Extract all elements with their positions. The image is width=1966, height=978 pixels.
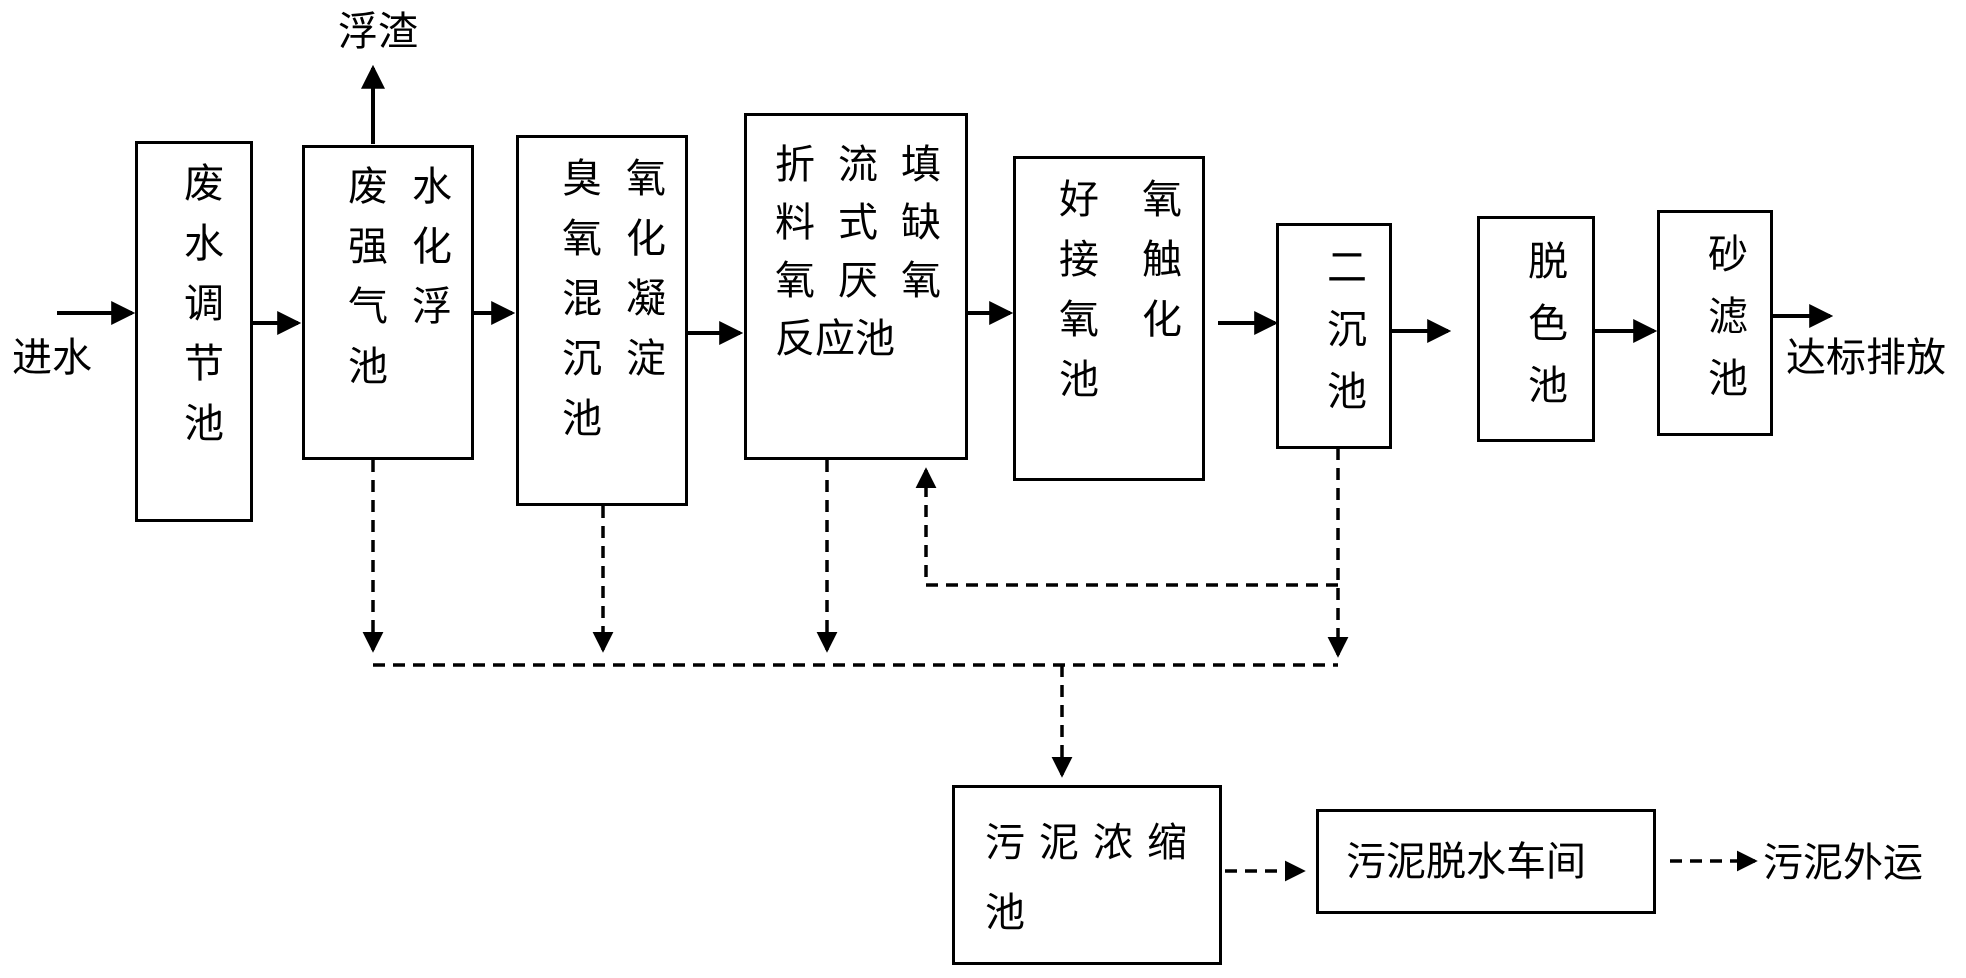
text-anoxic: 折流填 料式缺 氧厌氧 反应池	[775, 136, 964, 368]
box-air-flotation	[302, 145, 474, 460]
box-sludge-thickening	[952, 785, 1222, 965]
text-regulating-pool: 废水调节池	[170, 162, 230, 462]
text-aerobic-col2: 氧触化	[1128, 178, 1188, 358]
text-anoxic-row2: 料式缺	[775, 200, 964, 246]
text-sludge-dewatering: 污泥脱水车间	[1346, 839, 1586, 885]
text-secondary-settling-line: 二沉池	[1320, 246, 1366, 432]
text-ozone-col2-line: 氧化凝淀	[619, 157, 665, 397]
text-air-flotation-col1: 废强气池	[334, 165, 394, 405]
box-sand-filter	[1657, 210, 1773, 436]
label-sludge-out: 污泥外运	[1763, 840, 1923, 886]
text-decolorization: 脱色池	[1514, 240, 1574, 426]
box-anoxic-anaerobic	[744, 113, 968, 460]
text-sludge-thickening-line2: 池	[985, 890, 1025, 936]
text-sand-filter-line: 砂滤池	[1701, 233, 1747, 419]
box-sludge-dewatering	[1316, 809, 1656, 914]
text-sand-filter: 砂滤池	[1694, 233, 1754, 419]
text-ozone-col1-line: 臭氧混沉池	[555, 157, 601, 457]
text-sludge-thickening-line1: 污泥浓缩	[985, 820, 1201, 866]
text-decolorization-line: 脱色池	[1521, 240, 1567, 426]
text-secondary-settling: 二沉池	[1313, 246, 1373, 432]
text-aerobic-col1-line: 好接氧池	[1052, 178, 1098, 418]
label-inlet: 进水	[12, 335, 92, 381]
box-regulating-pool	[135, 141, 253, 522]
text-air-flotation-col1-line: 废强气池	[341, 165, 387, 405]
box-ozone-coagulation	[516, 135, 688, 506]
box-decolorization	[1477, 216, 1595, 442]
text-air-flotation-col2: 水化浮	[398, 165, 458, 345]
label-discharge: 达标排放	[1786, 335, 1946, 381]
text-anoxic-row1: 折流填	[775, 142, 964, 188]
text-regulating-pool-line: 废水调节池	[177, 162, 223, 462]
text-air-flotation-col2-line: 水化浮	[405, 165, 451, 345]
dash-return-sludge	[915, 467, 1338, 587]
box-aerobic-contact	[1013, 156, 1205, 481]
label-scum: 浮渣	[338, 9, 418, 55]
text-anoxic-row3: 氧厌氧	[775, 258, 964, 304]
text-sludge-thickening: 污泥浓缩 池	[985, 808, 1201, 948]
box-secondary-settling	[1276, 223, 1392, 449]
text-ozone-col1: 臭氧混沉池	[548, 157, 608, 457]
text-aerobic-col2-line: 氧触化	[1135, 178, 1181, 358]
text-anoxic-row4: 反应池	[775, 316, 895, 362]
text-aerobic-col1: 好接氧池	[1045, 178, 1105, 418]
text-ozone-col2: 氧化凝淀	[612, 157, 672, 397]
